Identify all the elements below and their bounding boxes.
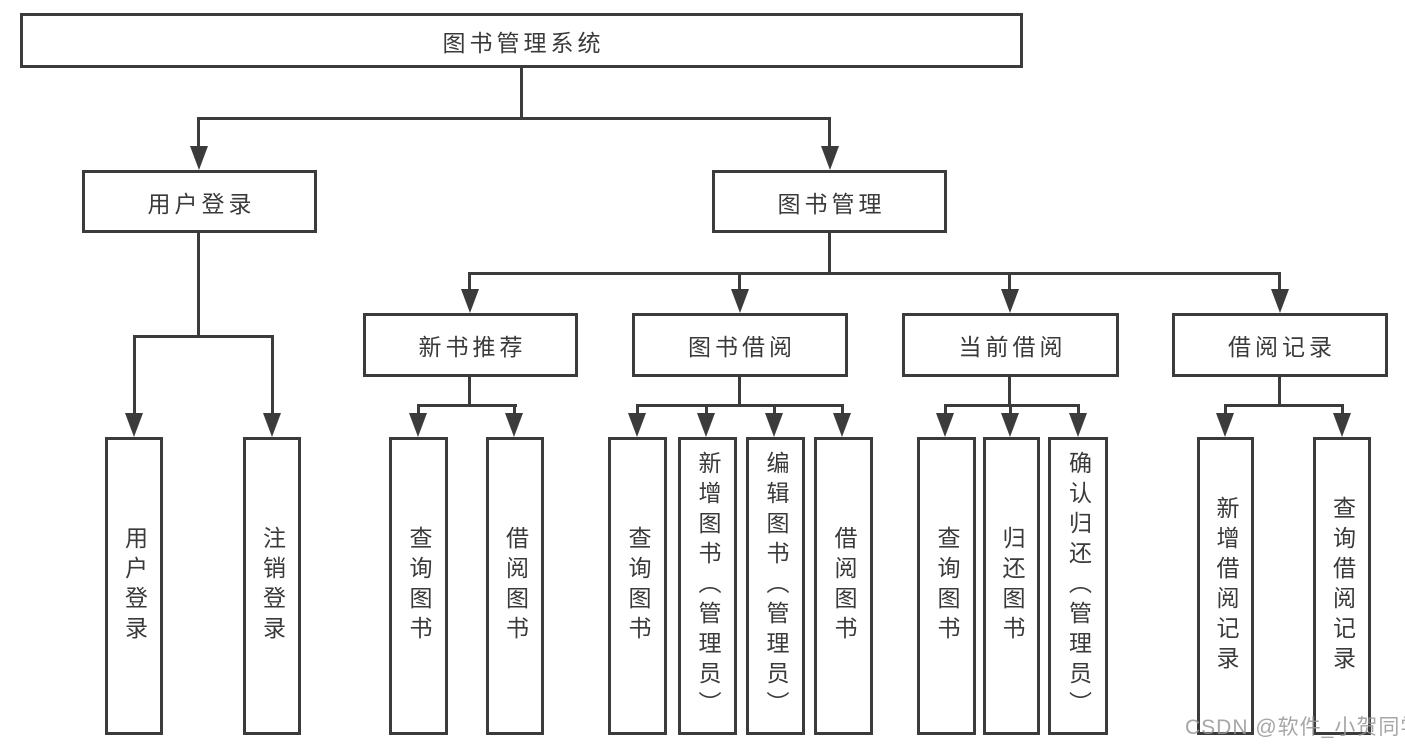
connector-line	[773, 404, 776, 415]
connector-line	[513, 404, 516, 415]
leaf-recommend-borrow-books: 借阅图书	[486, 437, 544, 735]
arrow-down-icon	[731, 289, 749, 313]
node-library-management-system: 图书管理系统	[20, 13, 1023, 68]
connector-line	[738, 272, 741, 289]
arrow-down-icon	[1271, 289, 1289, 313]
arrow-down-icon	[1216, 413, 1234, 437]
leaf-confirm-return-admin: 确认归还（管理员）	[1048, 437, 1108, 735]
connector-line	[197, 117, 831, 120]
connector-line	[417, 404, 420, 415]
arrow-down-icon	[936, 413, 954, 437]
arrow-down-icon	[833, 413, 851, 437]
arrow-down-icon	[461, 289, 479, 313]
connector-line	[636, 404, 844, 407]
connector-line	[828, 117, 831, 148]
arrow-down-icon	[1001, 413, 1019, 437]
arrow-down-icon	[190, 146, 208, 170]
leaf-return-books: 归还图书	[983, 437, 1040, 735]
node-user-login-branch: 用户登录	[82, 170, 317, 233]
arrow-down-icon	[505, 413, 523, 437]
connector-line	[468, 272, 1281, 275]
arrow-down-icon	[1333, 413, 1351, 437]
arrow-down-icon	[1069, 413, 1087, 437]
arrow-down-icon	[821, 146, 839, 170]
connector-line	[520, 68, 523, 119]
leaf-add-books-admin: 新增图书（管理员）	[678, 437, 737, 735]
connector-line	[705, 404, 708, 415]
connector-line	[828, 233, 831, 274]
connector-line	[197, 233, 200, 337]
leaf-recommend-query-books: 查询图书	[389, 437, 448, 735]
leaf-user-login: 用户登录	[105, 437, 163, 735]
leaf-edit-books-admin: 编辑图书（管理员）	[746, 437, 805, 735]
connector-line	[1278, 272, 1281, 289]
connector-line	[1224, 404, 1344, 407]
connector-line	[133, 335, 136, 415]
node-borrow-records: 借阅记录	[1172, 313, 1388, 377]
connector-line	[841, 404, 844, 415]
connector-line	[944, 404, 1080, 407]
arrow-down-icon	[263, 413, 281, 437]
node-book-borrow: 图书借阅	[632, 313, 848, 377]
connector-line	[738, 377, 741, 406]
connector-line	[1224, 404, 1227, 415]
arrow-down-icon	[697, 413, 715, 437]
connector-line	[468, 272, 471, 289]
connector-line	[271, 335, 274, 415]
leaf-add-borrow-record: 新增借阅记录	[1197, 437, 1254, 735]
connector-line	[1341, 404, 1344, 415]
connector-line	[197, 117, 200, 148]
connector-line	[417, 404, 517, 407]
csdn-watermark: CSDN @软件_小贺同学	[1185, 716, 1405, 739]
leaf-logout: 注销登录	[243, 437, 301, 735]
connector-line	[133, 335, 274, 338]
arrow-down-icon	[1001, 289, 1019, 313]
node-current-borrow: 当前借阅	[902, 313, 1119, 377]
connector-line	[1009, 404, 1012, 415]
connector-line	[1278, 377, 1281, 406]
leaf-borrow-query-books: 查询图书	[608, 437, 667, 735]
node-new-book-recommend: 新书推荐	[363, 313, 578, 377]
arrow-down-icon	[628, 413, 646, 437]
leaf-query-borrow-record: 查询借阅记录	[1313, 437, 1371, 735]
connector-line	[636, 404, 639, 415]
leaf-current-query-books: 查询图书	[917, 437, 976, 735]
node-book-management-branch: 图书管理	[712, 170, 947, 233]
leaf-borrow-books: 借阅图书	[814, 437, 873, 735]
connector-line	[1008, 272, 1011, 289]
arrow-down-icon	[409, 413, 427, 437]
connector-line	[944, 404, 947, 415]
arrow-down-icon	[125, 413, 143, 437]
connector-line	[1077, 404, 1080, 415]
connector-line	[1008, 377, 1011, 406]
connector-line	[468, 377, 471, 406]
arrow-down-icon	[765, 413, 783, 437]
